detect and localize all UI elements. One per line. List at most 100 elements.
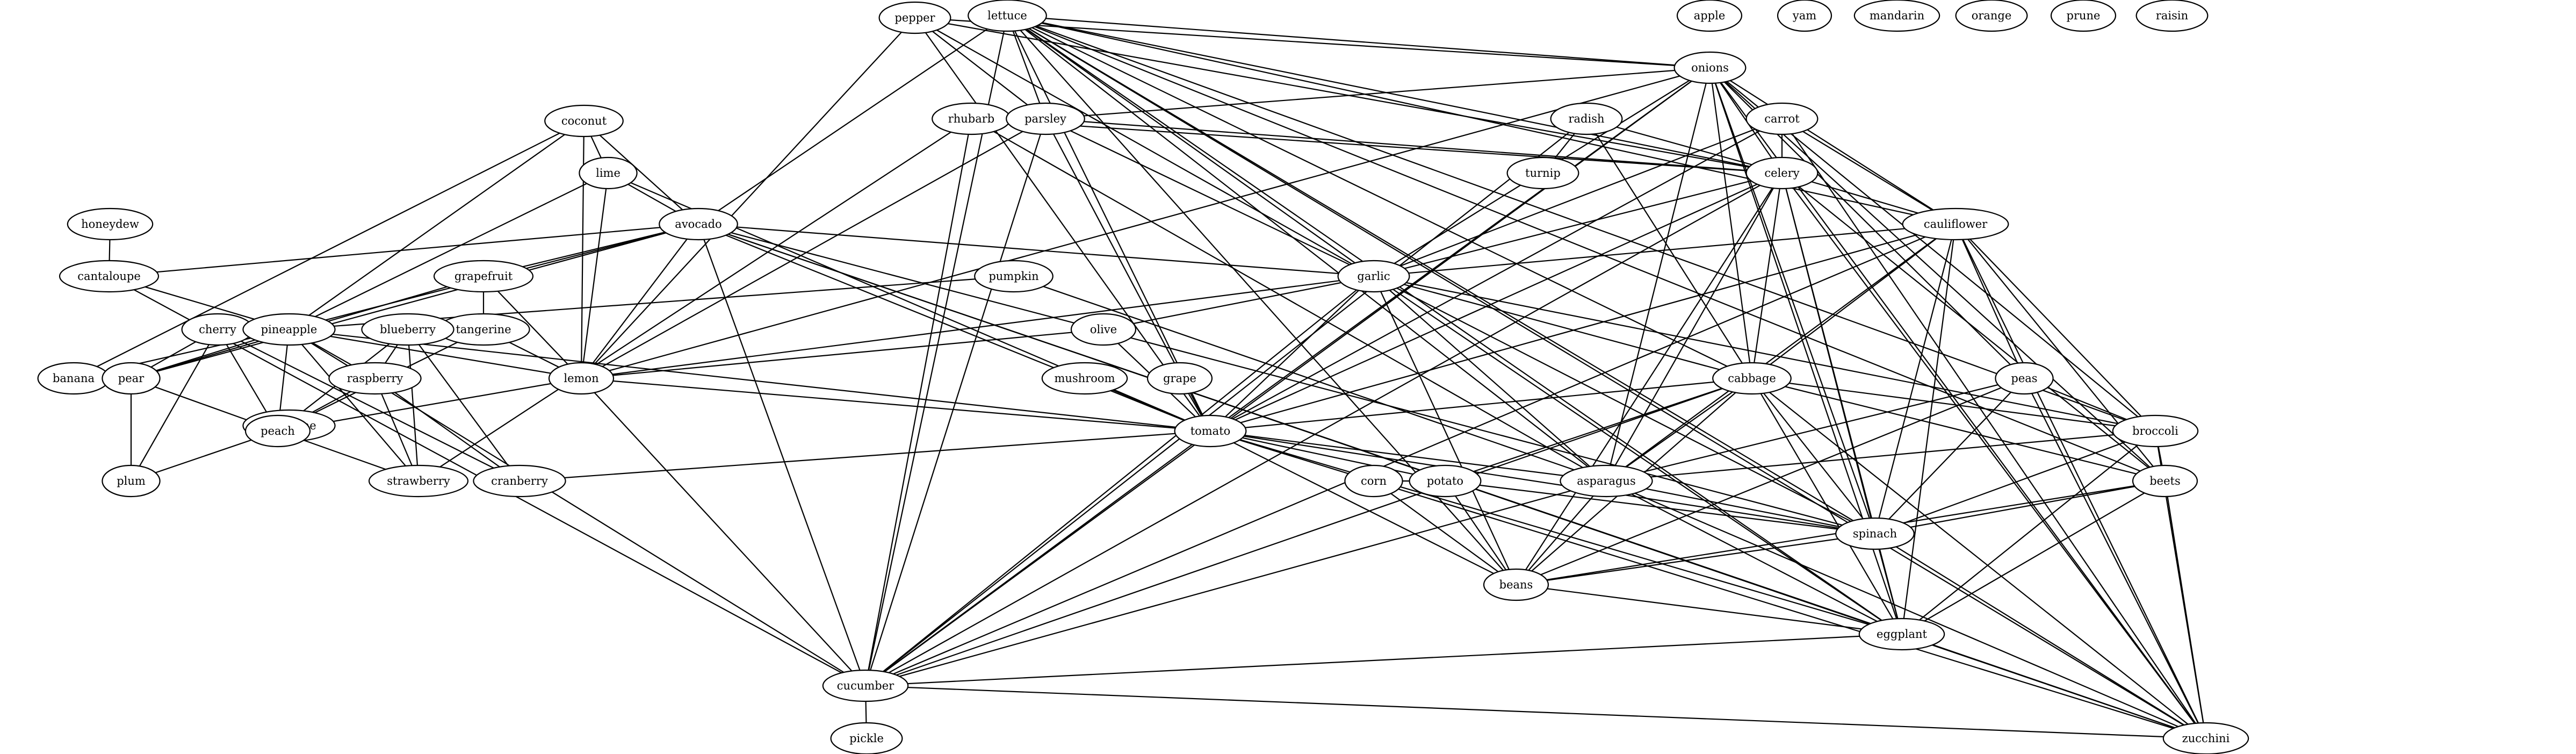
node-raisin-shape — [2135, 0, 2209, 32]
node-spinach-shape — [1835, 517, 1915, 550]
edge-cabbage-asparagus — [1606, 378, 1752, 482]
node-cranberry-label: cranberry — [491, 475, 548, 487]
edge-onions-parsley — [1045, 67, 1711, 120]
node-coconut-label: coconut — [561, 114, 607, 127]
node-garlic-shape — [1337, 260, 1410, 293]
node-honeydew-label: honeydew — [81, 218, 139, 231]
edge-garlic-asparagus — [1373, 276, 1607, 482]
edge-cauliflower-cucumber — [865, 223, 1956, 687]
edge-eggplant-zucchini — [1901, 633, 2206, 739]
node-cabbage-label: cabbage — [1728, 372, 1776, 385]
edge-coconut-avocado — [583, 120, 699, 225]
edge-garlic-tomato — [1210, 276, 1374, 432]
node-banana: banana — [37, 362, 110, 395]
node-yam-label: yam — [1792, 9, 1816, 22]
node-beans-shape — [1483, 568, 1549, 601]
edge-peas-beans — [1516, 377, 2025, 586]
edge-asparagus-zucchini — [1606, 480, 2206, 739]
node-beans: beans — [1483, 568, 1549, 601]
edge-olive-lemon — [581, 328, 1104, 379]
edge-cabbage-tomato — [1210, 377, 1752, 432]
edge-cauliflower-tomato — [1210, 223, 1956, 432]
node-eggplant-shape — [1858, 617, 1945, 651]
edge-garlic-eggplant — [1373, 276, 1902, 635]
node-mandarin-shape — [1853, 0, 1940, 32]
edge-onions-spinach — [1709, 67, 1876, 534]
node-mandarin-label: mandarin — [1870, 9, 1924, 22]
edge-celery-beets — [1781, 173, 2166, 482]
node-asparagus-label: asparagus — [1577, 475, 1636, 487]
edge-tomato-cranberry — [519, 430, 1211, 482]
edge-lettuce-onions — [1007, 15, 1711, 69]
edge-cauliflower-asparagus — [1606, 224, 1956, 482]
edge-lettuce-beets — [1007, 15, 2166, 482]
node-tomato-shape — [1174, 414, 1247, 448]
node-carrot: carrot — [1745, 102, 1819, 135]
edge-carrot-cauliflower — [1781, 118, 1956, 225]
node-potato: potato — [1409, 464, 1482, 498]
edge-raspberry-strawberry — [374, 378, 420, 482]
edge-cucumber-zucchini — [865, 685, 2206, 739]
node-cucumber-label: cucumber — [837, 679, 894, 692]
node-honeydew-shape — [67, 207, 154, 241]
node-radish: radish — [1550, 102, 1623, 135]
node-pineapple-shape — [242, 313, 336, 346]
edge-avocado-tomato — [698, 223, 1211, 432]
node-cabbage-shape — [1712, 362, 1792, 395]
edge-lettuce-cabbage — [1007, 15, 1752, 379]
edge-asparagus-beans — [1516, 480, 1607, 585]
node-peach: peach — [244, 414, 311, 448]
edge-carrot-garlic — [1373, 118, 1783, 277]
node-olive-label: olive — [1090, 323, 1117, 336]
node-radish-shape — [1550, 102, 1623, 135]
edge-lemon-cucumber — [581, 378, 866, 686]
node-avocado-shape — [659, 207, 738, 241]
node-rhubarb-label: rhubarb — [948, 112, 995, 125]
edge-lettuce-cauliflower — [1007, 15, 1956, 225]
edge-radish-cabbage — [1586, 118, 1752, 379]
node-lettuce-label: lettuce — [987, 9, 1027, 22]
node-pickle: pickle — [830, 722, 903, 754]
node-cherry-label: cherry — [199, 323, 236, 336]
node-pumpkin: pumpkin — [974, 260, 1054, 293]
node-pineapple-label: pineapple — [261, 323, 318, 336]
node-pepper-label: pepper — [894, 11, 935, 24]
edge-pepper-tomato — [914, 17, 1211, 432]
edge-garlic-cabbage — [1373, 275, 1752, 379]
node-corn: corn — [1344, 464, 1403, 498]
node-mushroom-label: mushroom — [1055, 372, 1115, 385]
node-pickle-label: pickle — [849, 732, 884, 745]
node-carrot-shape — [1745, 102, 1819, 135]
edge-spinach-zucchini — [1874, 533, 2206, 739]
edge-lettuce-tomato — [1007, 15, 1211, 432]
node-raisin-label: raisin — [2156, 9, 2188, 22]
edge-onions-cauliflower — [1709, 67, 1956, 225]
node-pumpkin-shape — [974, 260, 1054, 293]
node-yam: yam — [1777, 0, 1832, 32]
node-lemon-label: lemon — [564, 372, 598, 385]
edge-onions-asparagus — [1605, 67, 1711, 482]
node-pickle-shape — [830, 722, 903, 754]
edge-carrot-tomato — [1210, 118, 1783, 432]
node-pepper-shape — [878, 1, 951, 34]
node-raspberry-shape — [328, 362, 422, 395]
edge-garlic-olive — [1103, 275, 1374, 331]
edge-cauliflower-garlic — [1373, 223, 1956, 277]
node-celery-shape — [1745, 156, 1819, 190]
edge-potato-beans — [1445, 480, 1517, 585]
edge-spinach-eggplant — [1874, 533, 1903, 635]
edge-lettuce-asparagus — [1007, 15, 1607, 482]
node-zucchini-shape — [2162, 722, 2249, 754]
node-cranberry-shape — [473, 464, 566, 498]
node-eggplant: eggplant — [1858, 617, 1945, 651]
edge-asparagus-spinach — [1606, 480, 1875, 535]
node-mushroom-shape — [1041, 362, 1128, 395]
node-blueberry-shape — [361, 313, 454, 346]
edge-avocado-spinach — [698, 223, 1875, 535]
edge-parsley-lemon — [581, 118, 1046, 379]
node-peach-shape — [244, 414, 311, 448]
edge-lime-lemon — [580, 173, 609, 379]
node-garlic-label: garlic — [1357, 270, 1390, 283]
edge-carrot-zucchini — [1781, 118, 2206, 739]
